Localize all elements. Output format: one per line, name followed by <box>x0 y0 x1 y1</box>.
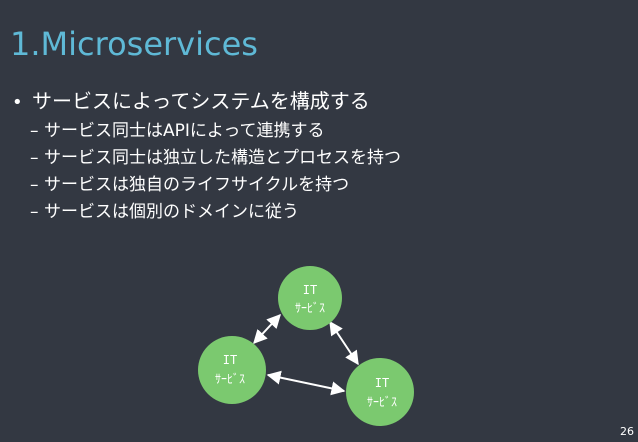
sub-bullet: –サービスは個別のドメインに従う <box>30 199 622 226</box>
main-bullet-text: サービスによってシステムを構成する <box>32 89 370 113</box>
page-number: 26 <box>620 425 634 438</box>
bullet-list: •サービスによってシステムを構成する –サービス同士はAPIによって連携する –… <box>12 86 622 226</box>
service-node: IT ｻｰﾋﾞｽ <box>198 336 266 404</box>
sub-bullet-text: サービス同士は独立した構造とプロセスを持つ <box>44 148 401 168</box>
node-label-line1: IT <box>223 353 237 367</box>
service-node-circle <box>346 358 414 426</box>
service-node: IT ｻｰﾋﾞｽ <box>346 358 414 426</box>
connector-arrow <box>253 313 281 345</box>
node-label-line2: ｻｰﾋﾞｽ <box>367 395 397 409</box>
connector-arrow <box>266 370 346 396</box>
bullet-dot-icon: • <box>12 92 23 113</box>
dash-icon: – <box>30 121 39 141</box>
sub-bullet-text: サービスは個別のドメインに従う <box>44 202 299 222</box>
dash-icon: – <box>30 175 39 195</box>
node-label-line1: IT <box>375 376 389 390</box>
dash-icon: – <box>30 148 39 168</box>
node-label-line1: IT <box>303 283 317 297</box>
sub-bullet-text: サービスは独自のライフサイクルを持つ <box>44 175 350 195</box>
service-node-circle <box>198 336 266 404</box>
service-node-circle <box>278 266 342 330</box>
node-label-line2: ｻｰﾋﾞｽ <box>215 372 245 386</box>
dash-icon: – <box>30 202 39 222</box>
service-node: IT ｻｰﾋﾞｽ <box>278 266 342 330</box>
sub-bullet: –サービス同士は独立した構造とプロセスを持つ <box>30 145 622 172</box>
main-bullet: • サービスによってシステムを構成する <box>12 86 622 118</box>
sub-bullet: –サービス同士はAPIによって連携する <box>30 118 622 145</box>
sub-bullet: –サービスは独自のライフサイクルを持つ <box>30 172 622 199</box>
slide-title: 1.Microservices <box>10 25 258 63</box>
sub-bullet-text: サービス同士はAPIによって連携する <box>44 121 325 141</box>
node-label-line2: ｻｰﾋﾞｽ <box>295 301 325 315</box>
connector-arrow <box>329 320 359 366</box>
